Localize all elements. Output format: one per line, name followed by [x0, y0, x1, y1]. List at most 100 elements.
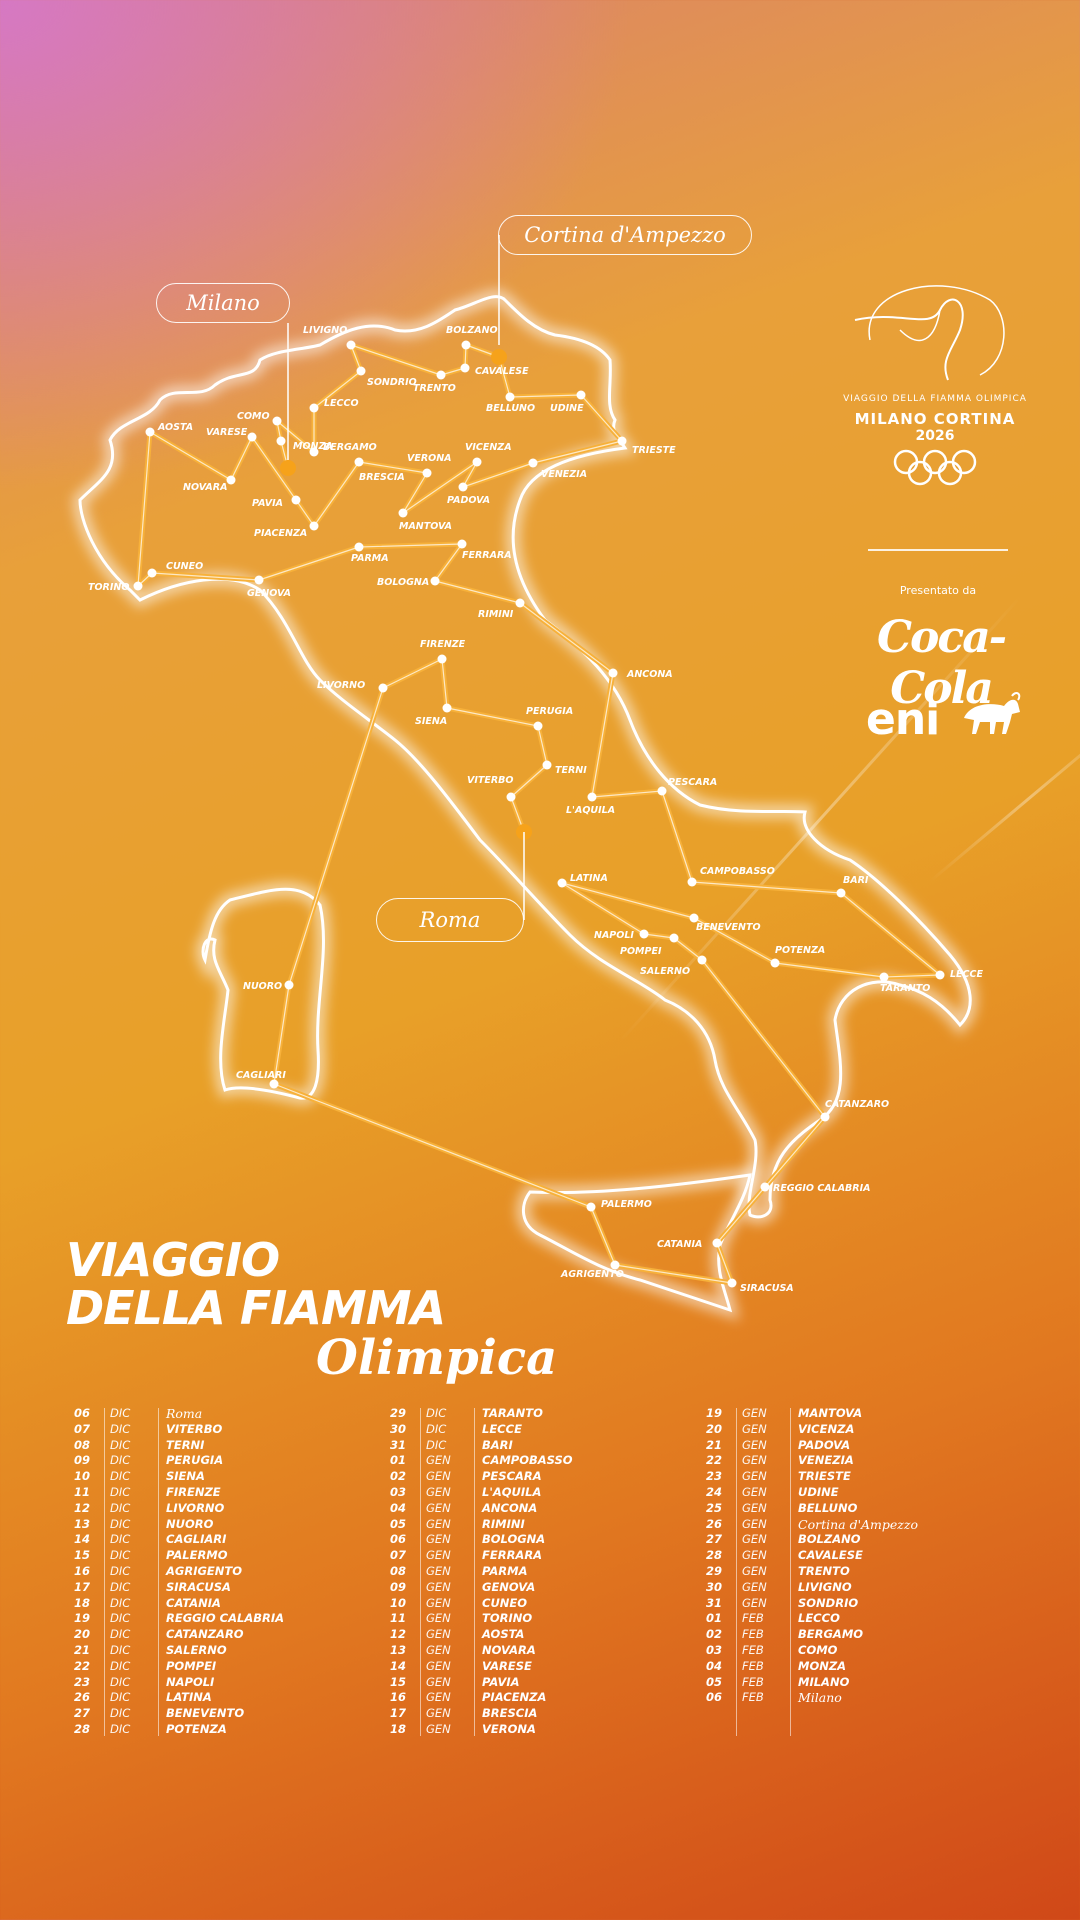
- schedule-month: GEN: [742, 1469, 767, 1484]
- schedule-city: CAVALESE: [798, 1548, 863, 1563]
- schedule-day: 11: [390, 1611, 407, 1626]
- schedule-month: DIC: [110, 1453, 131, 1468]
- schedule-city: AOSTA: [482, 1627, 525, 1642]
- city-dot: [354, 457, 364, 467]
- schedule-month: GEN: [426, 1579, 451, 1594]
- city-label: CAMPOBASSO: [700, 866, 775, 877]
- schedule-month: GEN: [742, 1532, 767, 1547]
- city-label: BRESCIA: [359, 472, 405, 483]
- olympic-rings-icon: [893, 449, 977, 486]
- schedule-day: 26: [74, 1690, 91, 1705]
- city-dot: [760, 1182, 770, 1192]
- schedule-city: PIACENZA: [482, 1690, 547, 1705]
- schedule-month: GEN: [742, 1595, 767, 1610]
- schedule-day: 27: [706, 1532, 723, 1547]
- city-dot: [586, 1202, 596, 1212]
- event-year: 2026: [915, 428, 955, 444]
- schedule-month: DIC: [110, 1658, 131, 1673]
- schedule-day: 03: [390, 1484, 407, 1499]
- schedule-row: 07 DIC VITERBO: [74, 1422, 374, 1438]
- divider: [868, 549, 1008, 551]
- schedule-day: 28: [74, 1721, 91, 1736]
- schedule-city: LIVIGNO: [798, 1579, 852, 1594]
- schedule-month: DIC: [110, 1627, 131, 1642]
- schedule-day: 08: [390, 1563, 407, 1578]
- schedule-day: 18: [74, 1595, 91, 1610]
- city-label: CUNEO: [166, 561, 203, 572]
- city-dot: [356, 366, 366, 376]
- schedule-day: 07: [74, 1421, 91, 1436]
- schedule-city: BARI: [482, 1437, 513, 1452]
- schedule-day: 11: [74, 1484, 91, 1499]
- eni-logo: eni: [866, 690, 1022, 745]
- city-label: LATINA: [570, 873, 608, 884]
- schedule-month: DIC: [110, 1563, 131, 1578]
- city-dot: [515, 598, 525, 608]
- city-dot: [457, 539, 467, 549]
- schedule-month: GEN: [426, 1532, 451, 1547]
- schedule-month: FEB: [742, 1674, 764, 1689]
- city-label: COMO: [237, 411, 270, 422]
- ring-text: VIAGGIO DELLA FIAMMA OLIMPICA: [843, 394, 1027, 404]
- schedule-month: GEN: [426, 1658, 451, 1673]
- title-line-1: VIAGGIO: [66, 1233, 280, 1287]
- schedule-city: MONZA: [798, 1658, 847, 1673]
- schedule-month: FEB: [742, 1627, 764, 1642]
- schedule-month: GEN: [426, 1642, 451, 1657]
- schedule-day: 03: [706, 1642, 723, 1657]
- city-label: PADOVA: [447, 495, 490, 506]
- city-dot: [669, 933, 679, 943]
- schedule-city: SALERNO: [166, 1642, 227, 1657]
- schedule-city: CAMPOBASSO: [482, 1453, 573, 1468]
- schedule-month: DIC: [110, 1721, 131, 1736]
- city-dot: [460, 363, 470, 373]
- schedule-day: 19: [74, 1611, 91, 1626]
- city-label: FIRENZE: [420, 639, 466, 650]
- schedule-day: 01: [390, 1453, 407, 1468]
- city-label: LECCE: [950, 969, 983, 980]
- schedule-day: 31: [706, 1595, 723, 1610]
- city-label: LECCO: [324, 398, 359, 409]
- city-dot: [697, 955, 707, 965]
- olympic-torch-relay-logo: VIAGGIO DELLA FIAMMA OLIMPICA MILANO COR…: [840, 270, 1030, 492]
- schedule-month: DIC: [110, 1642, 131, 1657]
- city-dot: [617, 436, 627, 446]
- schedule-city: VITERBO: [166, 1421, 223, 1436]
- schedule-month: GEN: [426, 1484, 451, 1499]
- schedule-city: VICENZA: [798, 1421, 855, 1436]
- city-dot: [309, 447, 319, 457]
- schedule-month: DIC: [110, 1706, 131, 1721]
- city-label: BOLZANO: [446, 325, 498, 336]
- city-label: PESCARA: [668, 777, 717, 788]
- city-label: TERNI: [555, 765, 587, 776]
- schedule-day: 13: [390, 1642, 407, 1657]
- schedule-divider: [420, 1408, 421, 1736]
- schedule-day: 06: [390, 1532, 407, 1547]
- schedule-month: DIC: [110, 1421, 131, 1436]
- sicily-outline: [521, 1173, 752, 1313]
- schedule-city: REGGIO CALABRIA: [166, 1611, 285, 1626]
- schedule-day: 02: [706, 1627, 723, 1642]
- schedule-day: 22: [706, 1453, 723, 1468]
- schedule-day: 04: [706, 1658, 723, 1673]
- schedule-month: GEN: [742, 1453, 767, 1468]
- schedule-day: 07: [390, 1548, 407, 1563]
- city-label: CATANIA: [657, 1239, 702, 1250]
